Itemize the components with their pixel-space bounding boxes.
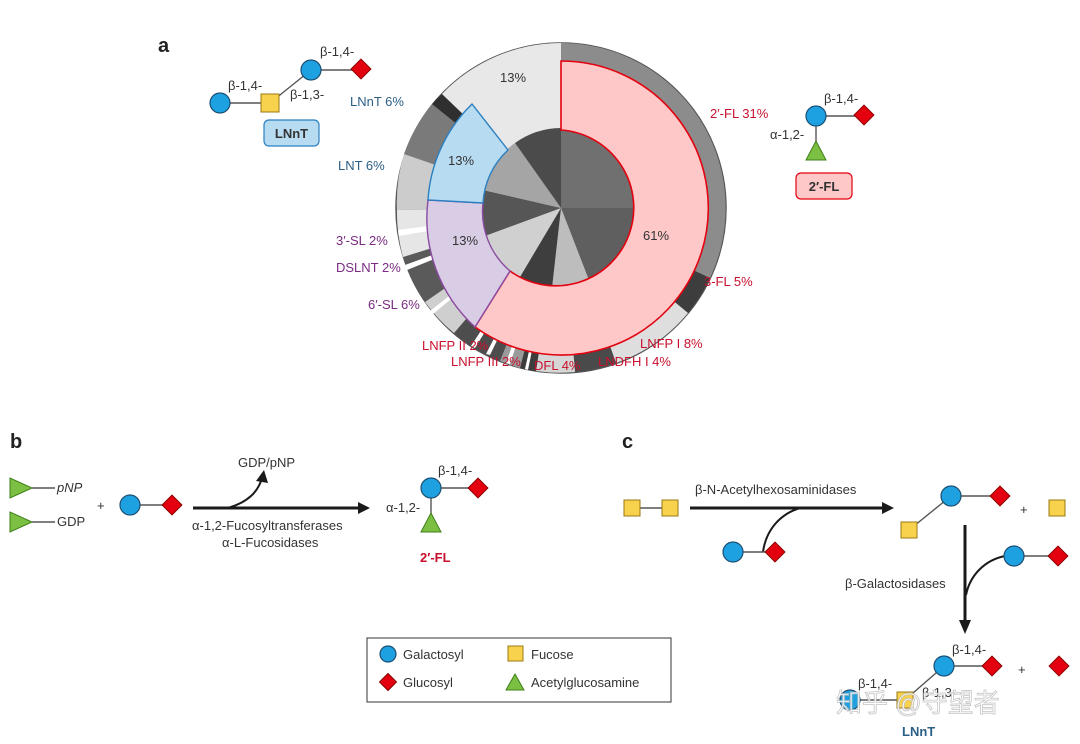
galactosyl-icon <box>209 92 231 114</box>
label-sialylated-pct: 13% <box>452 233 478 248</box>
panel-c-reaction: β-N-Acetylhexosaminidases + β-Galactosid… <box>623 482 1070 739</box>
fucose-icon <box>896 691 914 709</box>
label-lnfp3: LNFP III 2% <box>451 354 521 369</box>
label-neutral-pct: 13% <box>448 153 474 168</box>
bond-label: β-1,3- <box>290 87 324 102</box>
fucose-icon <box>507 645 524 662</box>
glucosyl-icon <box>981 655 1003 677</box>
byproduct-label: GDP/pNP <box>238 455 295 470</box>
bond-label: β-1,3- <box>922 685 956 700</box>
enzyme-galactosidase: β-Galactosidases <box>845 576 946 591</box>
legend-acetylglucosamine: Acetylglucosamine <box>531 675 639 690</box>
galactosyl-icon <box>379 645 397 663</box>
plus-sign: + <box>1018 662 1026 677</box>
label-lndfh1: LNDFH I 4% <box>598 354 671 369</box>
legend-fucose: Fucose <box>531 647 574 662</box>
galactosyl-icon <box>300 59 322 81</box>
plus-sign: + <box>1020 502 1028 517</box>
label-lnnt: LNnT 6% <box>350 94 404 109</box>
label-dfl: DFL 4% <box>534 358 581 373</box>
glucosyl-icon <box>853 104 875 126</box>
fl2-structure: β-1,4- α-1,2- 2′-FL <box>770 91 875 200</box>
glucosyl-icon <box>1048 655 1070 677</box>
glucosyl-icon <box>467 477 489 499</box>
label-dslnt: DSLNT 2% <box>336 260 401 275</box>
donor-pnp-label: pNP <box>56 480 83 495</box>
legend-galactosyl: Galactosyl <box>403 647 464 662</box>
panel-label-a: a <box>158 35 170 57</box>
watermark-text: 知乎 @守望者 <box>836 688 1000 718</box>
acetylglucosamine-icon <box>420 511 442 533</box>
bond-label: α-1,2- <box>386 500 420 515</box>
acetylglucosamine-icon <box>9 477 34 499</box>
fucose-icon <box>260 93 280 113</box>
glucosyl-icon <box>350 58 372 80</box>
glucosyl-icon <box>989 485 1011 507</box>
bond-label: β-1,4- <box>438 463 472 478</box>
galactosyl-icon <box>933 655 955 677</box>
fucose-icon <box>623 499 641 517</box>
legend-glucosyl: Glucosyl <box>403 675 453 690</box>
label-3sl: 3′-SL 2% <box>336 233 388 248</box>
panel-b-reaction: pNP GDP + GDP/pNP α-1,2-Fucosyltransfera… <box>9 455 489 565</box>
galactosyl-icon <box>805 105 827 127</box>
donor-gdp-label: GDP <box>57 514 85 529</box>
outer-labels: LNnT 6% LNT 6% 3′-SL 2% DSLNT 2% 6′-SL 6… <box>336 94 769 373</box>
label-lnt: LNT 6% <box>338 158 385 173</box>
glucosyl-icon <box>764 541 786 563</box>
glucosyl-icon <box>1047 545 1069 567</box>
fl2-badge <box>795 172 853 200</box>
galactosyl-icon <box>722 541 744 563</box>
acetylglucosamine-icon <box>505 672 525 691</box>
bond-label: α-1,2- <box>770 127 804 142</box>
galactosyl-icon <box>420 477 442 499</box>
label-lnfp1: LNFP I 8% <box>640 336 703 351</box>
acetylglucosamine-icon <box>9 511 34 533</box>
label-6sl: 6′-SL 6% <box>368 297 420 312</box>
lnnt-structure: β-1,4- β-1,3- β-1,4- LNnT <box>209 44 372 147</box>
inner-pie <box>480 128 642 289</box>
lnnt-badge <box>263 119 320 147</box>
bond-label: β-1,4- <box>858 676 892 691</box>
fucose-icon <box>661 499 679 517</box>
bond-label: β-1,4- <box>824 91 858 106</box>
legend: Galactosyl Fucose Glucosyl Acetylglucosa… <box>366 637 672 703</box>
ring-fucosylated <box>473 60 710 356</box>
label-other-pct: 13% <box>500 70 526 85</box>
label-lnfp2: LNFP II 2% <box>422 338 489 353</box>
enzyme-hexosaminidase: β-N-Acetylhexosaminidases <box>695 482 857 497</box>
label-fucosylated-pct: 61% <box>643 228 669 243</box>
galactosyl-icon <box>119 494 141 516</box>
lnnt-badge-label: LNnT <box>275 126 308 141</box>
product-lnnt-label: LNnT <box>902 724 935 739</box>
bond-label: β-1,4- <box>320 44 354 59</box>
label-2fl: 2′-FL 31% <box>710 106 769 121</box>
bond-label: β-1,4- <box>228 78 262 93</box>
product-2fl-label: 2′-FL <box>420 550 451 565</box>
fucose-icon <box>900 521 918 539</box>
enzyme-fucosidase: α-L-Fucosidases <box>222 535 319 550</box>
galactosyl-icon <box>839 689 861 711</box>
panel-label-c: c <box>622 431 633 453</box>
glucosyl-icon <box>161 494 183 516</box>
galactosyl-icon <box>1003 545 1025 567</box>
galactosyl-icon <box>940 485 962 507</box>
panel-label-b: b <box>10 431 22 453</box>
bond-label: β-1,4- <box>952 642 986 657</box>
fl2-badge-label: 2′-FL <box>809 179 840 194</box>
label-3fl: 3-FL 5% <box>704 274 753 289</box>
enzyme-fucosyltransferase: α-1,2-Fucosyltransferases <box>192 518 343 533</box>
glucosyl-icon <box>378 672 398 692</box>
ring-neutral <box>427 102 509 204</box>
plus-sign: + <box>97 498 105 513</box>
fucose-icon <box>1048 499 1066 517</box>
acetylglucosamine-icon <box>805 139 827 161</box>
hmo-donut-chart: 13% 13% 61% 13% <box>395 42 727 374</box>
